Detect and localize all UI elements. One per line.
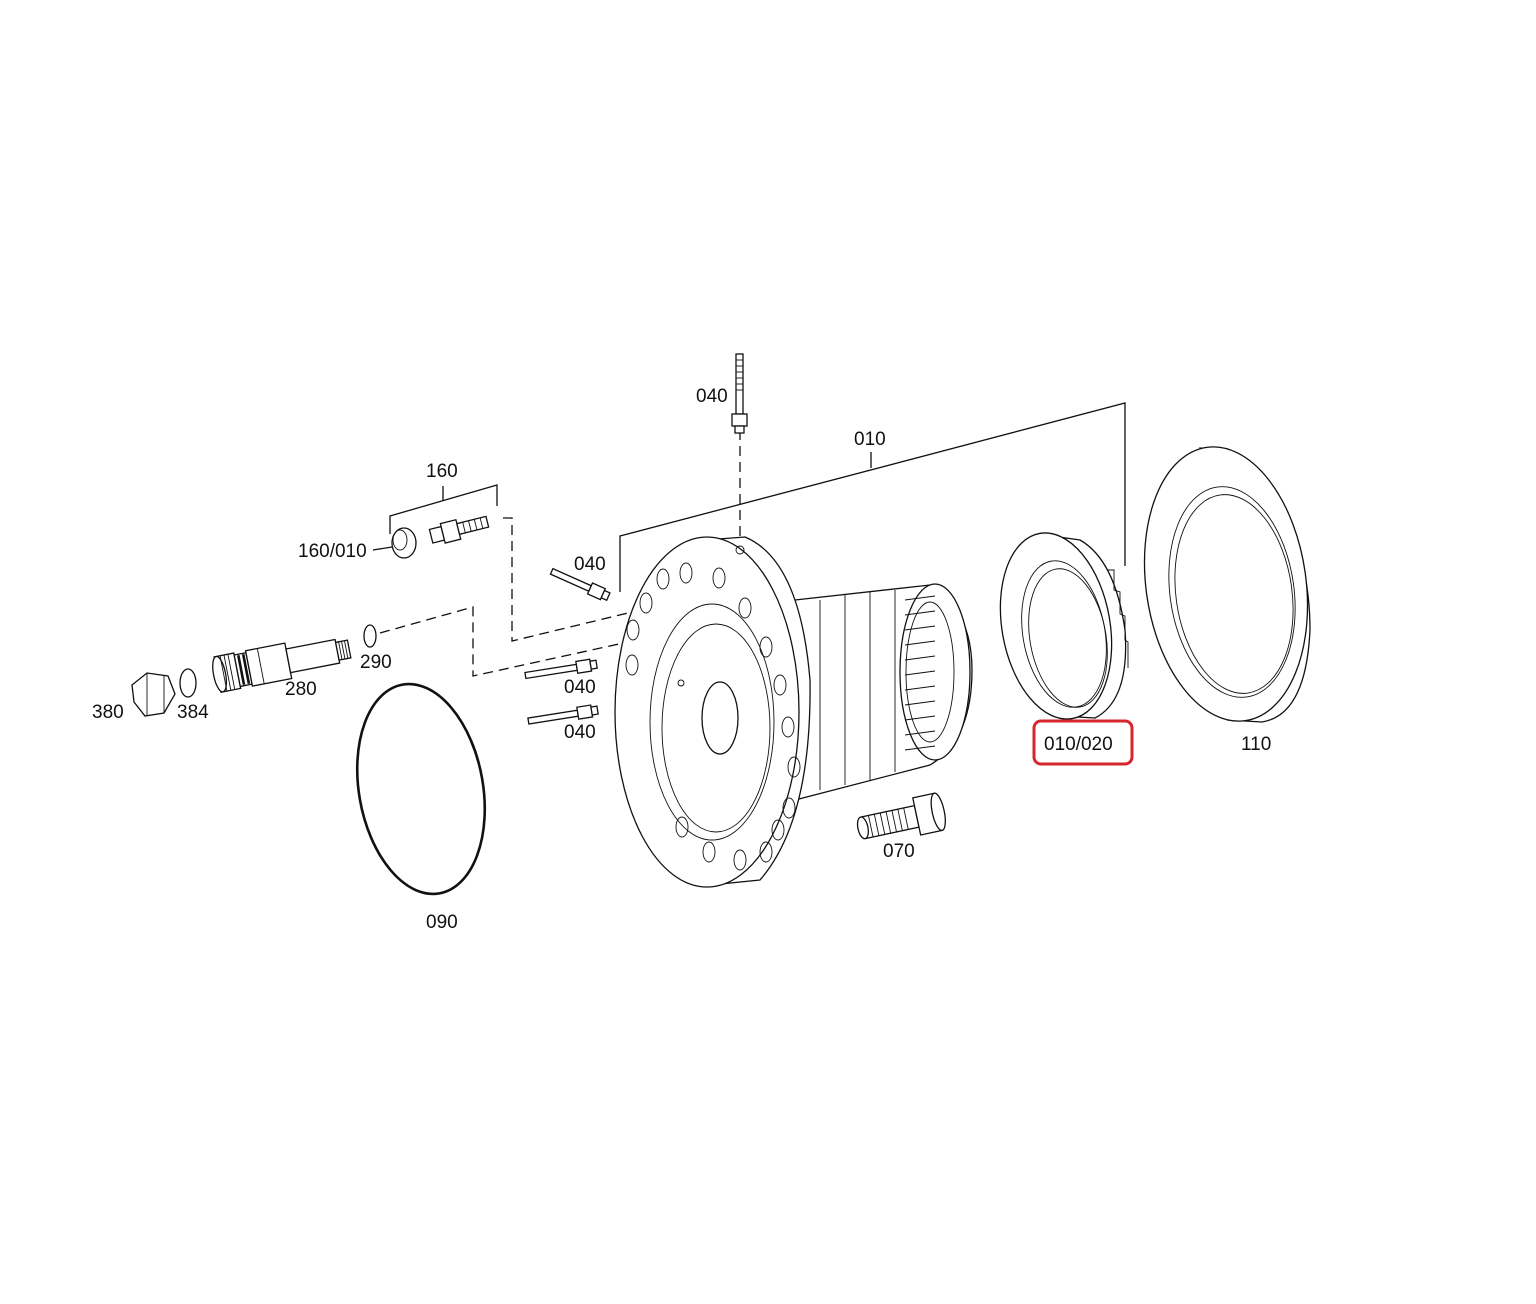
hub-housing-010-icon xyxy=(614,536,973,888)
highlight-box-010-020 xyxy=(1032,719,1134,766)
plug-160-010-icon xyxy=(391,527,417,559)
callout-040-mid: 040 xyxy=(564,677,596,698)
callout-160-010: 160/010 xyxy=(298,541,367,562)
vent-fitting-160-icon xyxy=(428,515,490,544)
o-ring-090-icon xyxy=(355,682,487,896)
hex-nut-380-icon xyxy=(131,672,176,717)
o-ring-384-icon xyxy=(179,668,197,698)
callout-110: 110 xyxy=(1241,734,1271,755)
flange-bolt-holes xyxy=(625,562,801,871)
callout-labels: 040 010 160 160/010 040 290 280 380 384 … xyxy=(92,386,1271,933)
callout-040-low: 040 xyxy=(564,722,596,743)
stud-040-left-icon xyxy=(549,567,611,602)
stud-040-low-icon xyxy=(527,704,599,725)
valve-stem-280-icon xyxy=(212,638,352,693)
stud-040-mid-icon xyxy=(524,658,598,680)
callout-040-top: 040 xyxy=(696,386,728,407)
callout-040-left: 040 xyxy=(574,554,606,575)
callout-070: 070 xyxy=(883,841,915,862)
bolt-070-icon xyxy=(856,792,946,840)
leader-lines xyxy=(372,402,1126,677)
callout-384: 384 xyxy=(177,702,209,723)
callout-380: 380 xyxy=(92,702,124,723)
callout-090: 090 xyxy=(426,912,458,933)
callout-290: 290 xyxy=(360,652,392,673)
shim-ring-110-icon xyxy=(1143,446,1311,723)
spline-teeth xyxy=(904,595,936,751)
callout-280: 280 xyxy=(285,679,317,700)
bearing-cone-010-020-icon xyxy=(999,532,1129,720)
stud-040-top-icon xyxy=(731,353,748,434)
o-ring-290-icon xyxy=(363,624,377,648)
callout-010: 010 xyxy=(854,429,886,450)
callout-160: 160 xyxy=(426,461,458,482)
callout-010-020: 010/020 xyxy=(1044,734,1113,755)
